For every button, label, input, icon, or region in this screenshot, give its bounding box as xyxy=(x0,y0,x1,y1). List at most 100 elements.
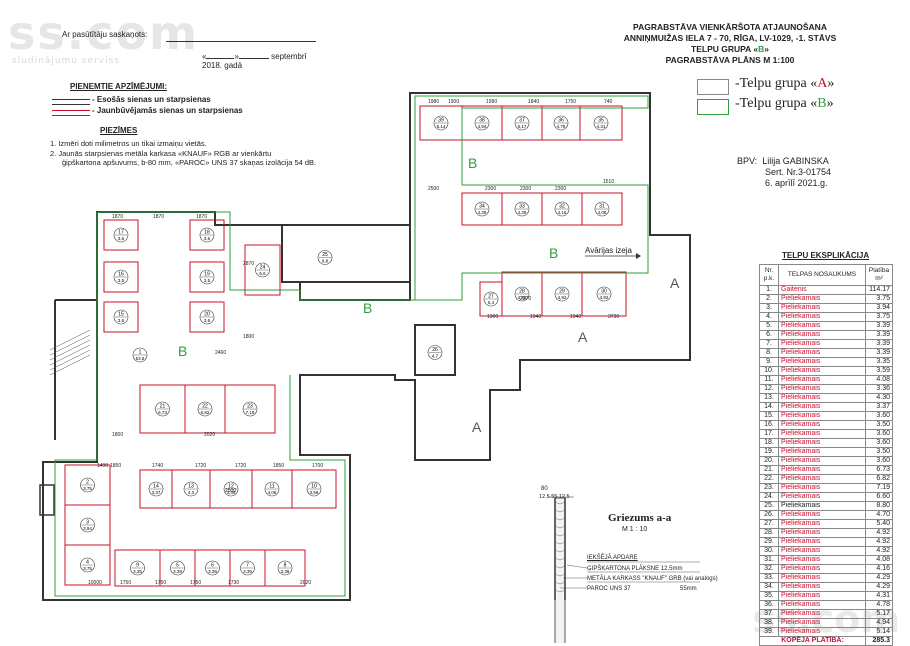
storage-room-8 xyxy=(264,549,306,587)
storage-room-16 xyxy=(103,261,139,293)
room-number: 11 xyxy=(269,484,274,490)
room-area: 3,6 xyxy=(204,236,211,241)
dimension-label: 2300 xyxy=(555,186,566,192)
insulation-squiggle xyxy=(555,533,565,537)
dimension-label: 2020 xyxy=(300,580,311,586)
zone-b-label: B xyxy=(363,300,372,316)
room-number: 32 xyxy=(559,204,565,210)
group-a-swatch xyxy=(697,79,729,95)
room-area: 4,92 xyxy=(600,295,609,300)
insulation-squiggle xyxy=(555,565,565,569)
room-area: 3,39 xyxy=(208,569,217,574)
dimension-label: 1940 xyxy=(530,314,541,320)
dimension-label: 1940 xyxy=(570,314,581,320)
room-area: 3,6 xyxy=(118,236,125,241)
room-number: 5 xyxy=(176,563,179,569)
storage-room-30 xyxy=(581,271,627,317)
dimension-label: 2370 xyxy=(520,296,531,302)
room-number: 7 xyxy=(246,563,249,569)
spec-title: IEKŠĒJĀ APDARE xyxy=(587,555,638,561)
room-number: 10 xyxy=(311,484,317,490)
section-scale: M 1 : 10 xyxy=(622,526,648,533)
dimension-label: 1870 xyxy=(196,214,207,220)
room-number: 37 xyxy=(519,118,525,124)
note-1: 1. Izmēri doti milimetros un tikai izmai… xyxy=(50,139,207,148)
section-dim-total: 80 xyxy=(541,486,548,492)
stair-line xyxy=(49,339,91,361)
room-number: 17 xyxy=(118,230,124,236)
room-area: 4,7 xyxy=(432,354,439,359)
dimension-label: 1750 xyxy=(120,580,131,586)
dimension-label: 2500 xyxy=(225,488,236,494)
room-area: 4,08 xyxy=(268,490,277,495)
dimension-label: 3730 xyxy=(608,314,619,320)
legend-new-swatch xyxy=(52,110,90,116)
room-area: 4,78 xyxy=(557,124,566,129)
storage-room-19 xyxy=(189,261,225,293)
approval-line2: «» septembrī 2018. gadā xyxy=(202,52,307,70)
dimension-label: 1850 xyxy=(110,463,121,469)
section-wall-core xyxy=(554,497,566,643)
zone-b-label: B xyxy=(468,155,477,171)
explication-title: TELPU EKSPLIKĀCIJA xyxy=(782,251,870,260)
room-area: 4,08 xyxy=(598,210,607,215)
group-b-swatch xyxy=(697,99,729,115)
emergency-exit-label: Avārijas izeja xyxy=(585,246,633,255)
room-area: 6,73 xyxy=(158,410,167,415)
exit-arrow-head xyxy=(636,253,641,259)
watermark-logo: ss.com xyxy=(8,6,200,60)
legend-title: PIENEMTIE APZĪMĒJUMI: xyxy=(70,82,168,91)
storage-room-20 xyxy=(189,301,225,333)
room-number: 27 xyxy=(488,294,494,300)
room-area: 3,59 xyxy=(310,490,319,495)
dimension-label: 1740 xyxy=(152,463,163,469)
room-number: 18 xyxy=(204,230,210,236)
spec-2: METĀLA KARKASS "KNAUF" GRB (vai analogs) xyxy=(587,576,718,582)
zone-a-label: A xyxy=(472,419,482,435)
room-area: 4,16 xyxy=(558,210,567,215)
dimension-label: 1800 xyxy=(243,334,254,340)
room-number: 30 xyxy=(601,289,607,295)
zone-b-label: B xyxy=(178,343,187,359)
legend-existing-label: - Esošās sienas un starpsienas xyxy=(92,95,211,104)
room-number: 16 xyxy=(118,272,124,278)
dimension-label: 2300 xyxy=(485,186,496,192)
room-number: 12 xyxy=(228,484,234,490)
insulation-squiggle xyxy=(555,573,565,577)
dimension-label: 1990 xyxy=(486,99,497,105)
note-3: ģipškartona apšuvums, b-80 mm, «PAROC» U… xyxy=(62,158,317,167)
room-area: 4,29 xyxy=(518,210,527,215)
storage-room-34 xyxy=(461,192,503,226)
explication-table: Nr. p.k. TELPAS NOSAUKUMS Platība m² 1.G… xyxy=(759,264,893,646)
dimension-label: 2300 xyxy=(520,186,531,192)
room-area: 3,75 xyxy=(83,486,92,491)
dimension-label: 1510 xyxy=(603,179,614,185)
dimension-label: 1750 xyxy=(155,580,166,586)
storage-room-9 xyxy=(114,549,161,587)
dimension-label: 740 xyxy=(604,99,613,105)
dimension-label: 1720 xyxy=(195,463,206,469)
dimension-label: 1490 xyxy=(97,463,108,469)
room-area: 4,94 xyxy=(478,124,487,129)
room-area: 3,36 xyxy=(227,490,236,495)
room-area: 5,17 xyxy=(518,124,527,129)
room-number: 23 xyxy=(247,404,253,410)
room-number: 25 xyxy=(322,252,328,258)
room-number: 26 xyxy=(432,347,438,353)
approval-block: Ar pasūtītāju saskaņots: «» septembrī 20… xyxy=(62,26,322,70)
room-number: 33 xyxy=(519,204,525,210)
room-number: 35 xyxy=(598,118,604,124)
section-title: Griezums a-a xyxy=(608,512,672,524)
room-area: 3,39 xyxy=(243,569,252,574)
room-number: 24 xyxy=(260,265,266,271)
insulation-squiggle xyxy=(555,501,565,505)
room-area: 3,94 xyxy=(83,526,92,531)
existing-wall-room25 xyxy=(281,224,411,283)
stair-line xyxy=(49,349,91,371)
storage-room-15 xyxy=(103,301,139,333)
room-number: 39 xyxy=(438,118,444,124)
room-number: 28 xyxy=(519,289,525,295)
west-stair-block xyxy=(39,484,55,516)
